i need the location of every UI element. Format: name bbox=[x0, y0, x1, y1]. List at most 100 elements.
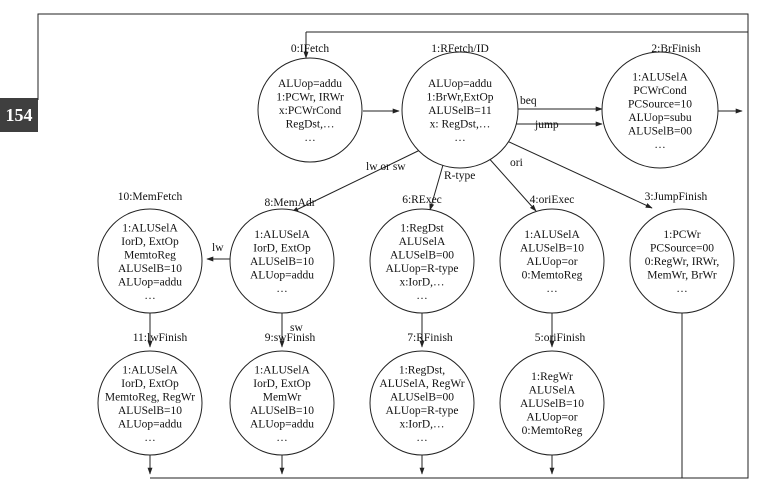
state-line: PCSource=00 bbox=[650, 243, 714, 255]
state-line: ALUop=R-type bbox=[386, 263, 459, 275]
state-line: ALUSelB=11 bbox=[428, 105, 492, 117]
state-line: … bbox=[304, 132, 316, 144]
state-line: … bbox=[276, 432, 288, 444]
state-line: MemWr, BrWr bbox=[647, 270, 717, 282]
state-line: ALUop=addu bbox=[118, 418, 182, 430]
edge-lw-or-sw bbox=[291, 149, 421, 213]
state-line: ALUop=addu bbox=[428, 78, 492, 90]
state-line: ALUSelA bbox=[399, 236, 446, 248]
state-line: … bbox=[276, 283, 288, 295]
state-line: x: RegDst,… bbox=[430, 119, 491, 131]
state-1: 1:RFetch/ID ALUop=addu 1:BrWr,ExtOpALUSelB… bbox=[401, 43, 519, 169]
state-title: 9:swFinish bbox=[265, 332, 316, 344]
state-line: ALUSelA bbox=[529, 385, 576, 397]
label-jump: jump bbox=[534, 119, 559, 131]
state-line: 1:ALUSelA bbox=[524, 229, 580, 241]
state-line: ALUop=or bbox=[526, 412, 577, 424]
label-rtype: R-type bbox=[444, 170, 475, 182]
state-line: x:IorD,… bbox=[399, 418, 444, 430]
state-line: ALUop=addu bbox=[250, 270, 314, 282]
state-line: ALUSelB=00 bbox=[390, 391, 454, 403]
state-line: IorD, ExtOp bbox=[253, 243, 311, 255]
edge-jump bbox=[504, 139, 653, 209]
edge-ori bbox=[485, 154, 537, 212]
state-line: ALUop=addu bbox=[118, 276, 182, 288]
state-title: 4:oriExec bbox=[530, 194, 575, 206]
state-line: 0:RegWr, IRWr, bbox=[645, 256, 720, 268]
state-10: 10:MemFetch 1:ALUSelA IorD, ExtOpMemtoRegA… bbox=[97, 191, 203, 314]
state-line: … bbox=[676, 283, 688, 295]
state-line: ALUSelB=10 bbox=[250, 405, 314, 417]
state-line: ALUop=R-type bbox=[386, 405, 459, 417]
state-title: 7:RFinish bbox=[407, 332, 453, 344]
state-line: MemWr bbox=[263, 391, 302, 403]
state-line: ALUSelB=10 bbox=[520, 398, 584, 410]
state-line: 1:ALUSelA bbox=[254, 229, 310, 241]
label-beq: beq bbox=[520, 95, 537, 107]
state-line: 1:BrWr,ExtOp bbox=[426, 92, 493, 104]
state-7: 7:RFinish 1:RegDst, ALUSelA, RegWrALUSelB=… bbox=[369, 332, 475, 456]
state-line: RegDst,… bbox=[286, 119, 335, 131]
transitions bbox=[147, 106, 743, 478]
label-lw-or-sw: lw or sw bbox=[366, 161, 406, 173]
state-line: ALUop=subu bbox=[628, 112, 692, 124]
state-line: … bbox=[546, 283, 558, 295]
page-number: 154 bbox=[0, 98, 38, 132]
state-title: 6:RExec bbox=[402, 194, 442, 206]
state-line: MemtoReg bbox=[124, 249, 176, 261]
state-5: 5:oriFinish 1:RegWrALUSelAALUSelB=10ALUop… bbox=[499, 332, 605, 456]
state-title: 0:IFetch bbox=[291, 43, 330, 55]
state-title: 11:lwFinish bbox=[133, 332, 188, 344]
state-line: ALUSelB=00 bbox=[390, 249, 454, 261]
state-title: 8:MemAdr bbox=[264, 197, 315, 209]
state-line: PCSource=10 bbox=[628, 98, 692, 110]
state-line: IorD, ExtOp bbox=[121, 378, 179, 390]
transition-labels: beq jump lw or sw R-type ori lw sw bbox=[212, 95, 559, 334]
state-title: 1:RFetch/ID bbox=[431, 43, 489, 55]
state-line: … bbox=[144, 290, 156, 302]
state-line: 0:MemtoReg bbox=[522, 270, 583, 282]
state-line: ALUop=addu bbox=[278, 78, 342, 90]
state-line: 1:ALUSelA bbox=[632, 71, 688, 83]
edge-rtype bbox=[429, 157, 446, 211]
state-title: 5:oriFinish bbox=[535, 332, 586, 344]
state-line: MemtoReg, RegWr bbox=[105, 391, 195, 403]
state-line: IorD, ExtOp bbox=[253, 378, 311, 390]
state-line: ALUSelB=10 bbox=[250, 256, 314, 268]
state-line: 1:ALUSelA bbox=[254, 364, 310, 376]
state-line: … bbox=[654, 139, 666, 151]
state-title: 3:JumpFinish bbox=[645, 191, 708, 203]
label-sw: sw bbox=[290, 322, 303, 334]
state-line: 1:PCWr, IRWr bbox=[276, 92, 344, 104]
state-line: ALUSelB=10 bbox=[118, 263, 182, 275]
state-line: ALUSelB=10 bbox=[520, 243, 584, 255]
state-line: 1:RegDst, bbox=[399, 364, 445, 376]
state-title: 10:MemFetch bbox=[118, 191, 183, 203]
state-line: … bbox=[416, 432, 428, 444]
state-line: ALUSelA, RegWr bbox=[379, 378, 464, 390]
state-line: 1:RegWr bbox=[531, 371, 573, 383]
state-line: … bbox=[416, 290, 428, 302]
label-lw: lw bbox=[212, 242, 224, 254]
state-line: ALUop=or bbox=[526, 256, 577, 268]
state-line: ALUSelB=10 bbox=[118, 405, 182, 417]
state-line: ALUop=addu bbox=[250, 418, 314, 430]
state-line: 1:ALUSelA bbox=[122, 222, 178, 234]
state-line: … bbox=[454, 132, 466, 144]
state-line: x:PCWrCond bbox=[279, 105, 341, 117]
state-line: 1:PCWr bbox=[663, 229, 700, 241]
state-line: 0:MemtoReg bbox=[522, 425, 583, 437]
label-ori: ori bbox=[510, 157, 523, 169]
state-line: 1:ALUSelA bbox=[122, 364, 178, 376]
state-6: 6:RExec 1:RegDstALUSelAALUSelB=00ALUop=R-… bbox=[369, 194, 475, 314]
state-line: IorD, ExtOp bbox=[121, 236, 179, 248]
state-11: 11:lwFinish 1:ALUSelA IorD, ExtOpMemtoReg,… bbox=[97, 332, 203, 456]
state-line: 1:RegDst bbox=[400, 222, 444, 234]
state-8: 8:MemAdr 1:ALUSelA IorD, ExtOpALUSelB=10AL… bbox=[229, 197, 335, 314]
state-line: ALUSelB=00 bbox=[628, 125, 692, 137]
